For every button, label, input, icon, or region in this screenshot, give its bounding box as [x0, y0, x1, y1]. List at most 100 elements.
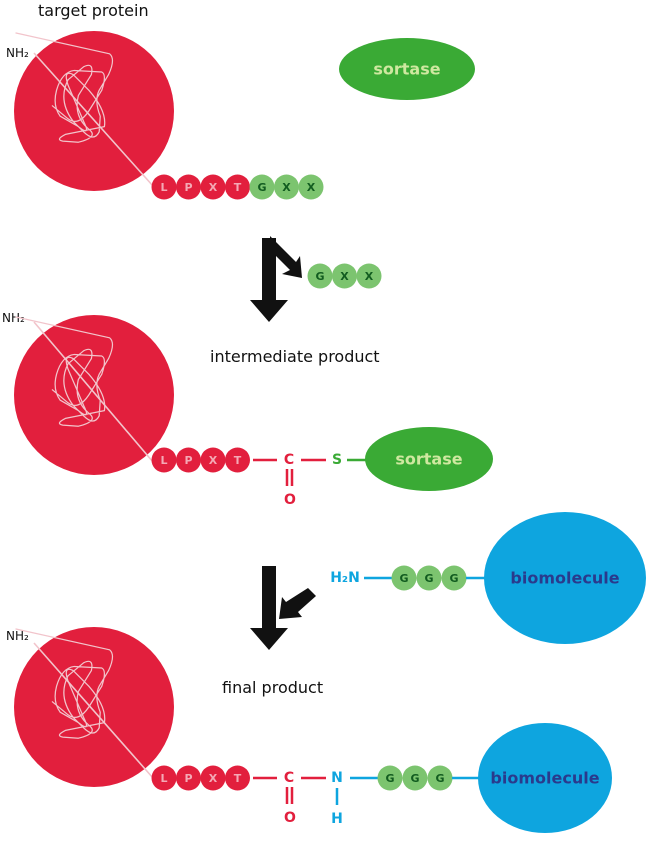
nucleophile: H₂N G G G biomolecule [330, 512, 646, 644]
carbon-atom: C [284, 770, 294, 786]
residue-bead [356, 263, 382, 289]
residue-letter: G [435, 772, 444, 785]
residue-letter: P [184, 772, 192, 785]
label-final-product: final product [222, 678, 323, 697]
residue-bead [176, 765, 201, 791]
residue-bead [225, 447, 250, 473]
released-residue: X [332, 263, 357, 289]
residue-bead [332, 263, 357, 289]
residue-bead [176, 174, 201, 200]
release-arrow-icon [270, 236, 302, 278]
released-residue: G [307, 263, 333, 289]
sorting-motif-residue: X [200, 174, 226, 200]
target-protein-3: NH₂ [6, 627, 174, 787]
glycine-residue: G [441, 565, 467, 591]
leaving-group-residue: X [298, 174, 324, 200]
label-target-protein: target protein [38, 1, 149, 20]
n-terminus-tether [33, 52, 154, 187]
residue-bead [298, 174, 324, 200]
label-intermediate-product: intermediate product [210, 347, 380, 366]
residue-bead [274, 174, 299, 200]
residue-letter: X [209, 181, 218, 194]
leaving-group-residue: X [274, 174, 299, 200]
residue-letter: L [160, 454, 167, 467]
leaving-group-residue: G [249, 174, 275, 200]
nitrogen-atom: N [331, 770, 343, 786]
residue-letter: G [424, 572, 433, 585]
residue-letter: X [209, 772, 218, 785]
oxygen-atom: O [284, 492, 296, 508]
residue-bead [200, 447, 226, 473]
residue-letter: G [449, 572, 458, 585]
glycine-residue: G [427, 765, 453, 791]
sorting-motif-residue: P [176, 174, 201, 200]
sulfur-atom: S [332, 452, 342, 468]
residue-letter: X [340, 270, 349, 283]
sorting-motif-residue: T [225, 174, 250, 200]
protein-globule [14, 315, 174, 475]
biomolecule-ellipse [484, 512, 646, 644]
residue-letter: G [410, 772, 419, 785]
protein-globule [14, 627, 174, 787]
glycine-residue: G [416, 565, 442, 591]
residue-bead [377, 765, 403, 791]
released-residue: X [356, 263, 382, 289]
target-protein-2: NH₂ [2, 311, 174, 475]
sortase-label: sortase [373, 60, 440, 79]
residue-bead [151, 174, 177, 200]
residue-bead [427, 765, 453, 791]
residue-bead [402, 765, 428, 791]
glycine-residue: G [391, 565, 417, 591]
amine-h2: H₂ [330, 570, 348, 586]
residue-bead [151, 765, 177, 791]
oxygen-atom: O [284, 810, 296, 826]
sortase-ellipse [339, 38, 475, 100]
sortase-enzyme-1: sortase [339, 38, 475, 100]
sortase-ellipse [365, 427, 493, 491]
residue-letter: G [385, 772, 394, 785]
biomolecule-ellipse [478, 723, 612, 833]
residue-letter: G [257, 181, 266, 194]
residue-bead [391, 565, 417, 591]
biomolecule-label: biomolecule [510, 569, 619, 588]
residue-letter: X [307, 181, 316, 194]
residue-letter: T [234, 454, 242, 467]
target-protein-1: NH₂ [6, 31, 174, 191]
residue-bead [200, 174, 226, 200]
thioester-linkage: C O S [253, 452, 376, 508]
residue-bead [416, 565, 442, 591]
residue-bead [176, 447, 201, 473]
residue-letter: X [282, 181, 291, 194]
residue-letter: T [234, 772, 242, 785]
sorting-motif-residue: T [225, 765, 250, 791]
down-arrow-icon [250, 238, 288, 322]
down-arrow-icon [250, 566, 288, 650]
hydrogen-atom: H [331, 811, 343, 827]
n-terminus-label: NH₂ [6, 629, 29, 643]
residue-bead [225, 765, 250, 791]
n-terminus-label: NH₂ [2, 311, 25, 325]
residue-letter: X [209, 454, 218, 467]
sorting-motif-residue: L [151, 447, 177, 473]
residue-bead [307, 263, 333, 289]
protein-globule [14, 31, 174, 191]
glycine-residue: G [402, 765, 428, 791]
sorting-motif-residue: P [176, 447, 201, 473]
residue-bead [225, 174, 250, 200]
n-terminus-label: NH₂ [6, 46, 29, 60]
n-terminus-tether [33, 642, 154, 779]
residue-letter: P [184, 181, 192, 194]
addition-arrow-icon [279, 588, 316, 619]
residue-letter: G [315, 270, 324, 283]
sorting-motif-residue: P [176, 765, 201, 791]
residue-letter: L [160, 772, 167, 785]
residue-letter: G [399, 572, 408, 585]
amine-n: N [348, 570, 360, 586]
residue-letter: T [234, 181, 242, 194]
sorting-motif-residue: X [200, 447, 226, 473]
